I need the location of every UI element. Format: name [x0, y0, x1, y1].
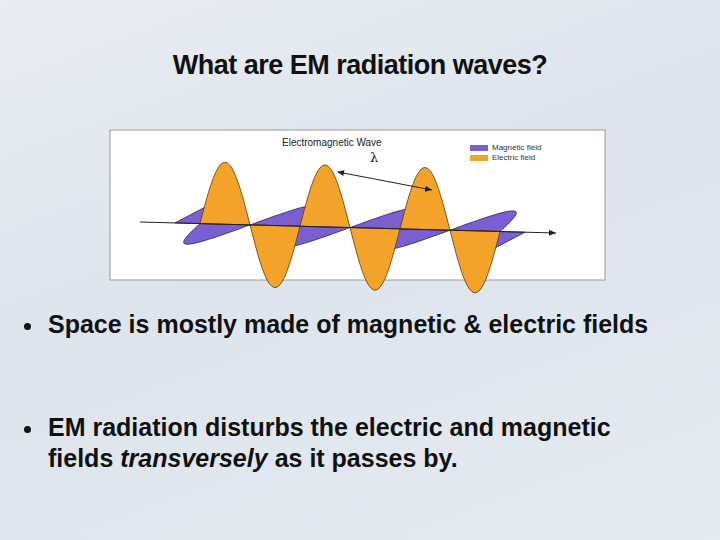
bullet-dot: [24, 426, 31, 433]
propagation-axis: [140, 222, 556, 233]
legend-swatch: [470, 155, 488, 161]
bullet-text: Space is mostly made of magnetic & elect…: [48, 309, 712, 340]
legend-text: Electric field: [492, 153, 535, 162]
figure-title: Electromagnetic Wave: [282, 137, 382, 148]
bullet-dot: [24, 323, 31, 330]
legend-text: Magnetic field: [492, 143, 541, 152]
emphasis-text: transversely: [120, 444, 267, 472]
slide-title: What are EM radiation waves?: [0, 50, 720, 81]
bullet-paragraph: EM radiation disturbs the electric and m…: [48, 412, 712, 474]
legend-swatch: [470, 145, 488, 151]
wavelength-symbol: λ: [370, 150, 378, 165]
legend-row: Magnetic field: [470, 143, 541, 152]
bullet-text: as it passes by.: [275, 444, 458, 472]
wavelength-arrow: [338, 172, 432, 190]
figure-frame: [110, 130, 605, 280]
legend-row: Electric field: [470, 153, 535, 162]
